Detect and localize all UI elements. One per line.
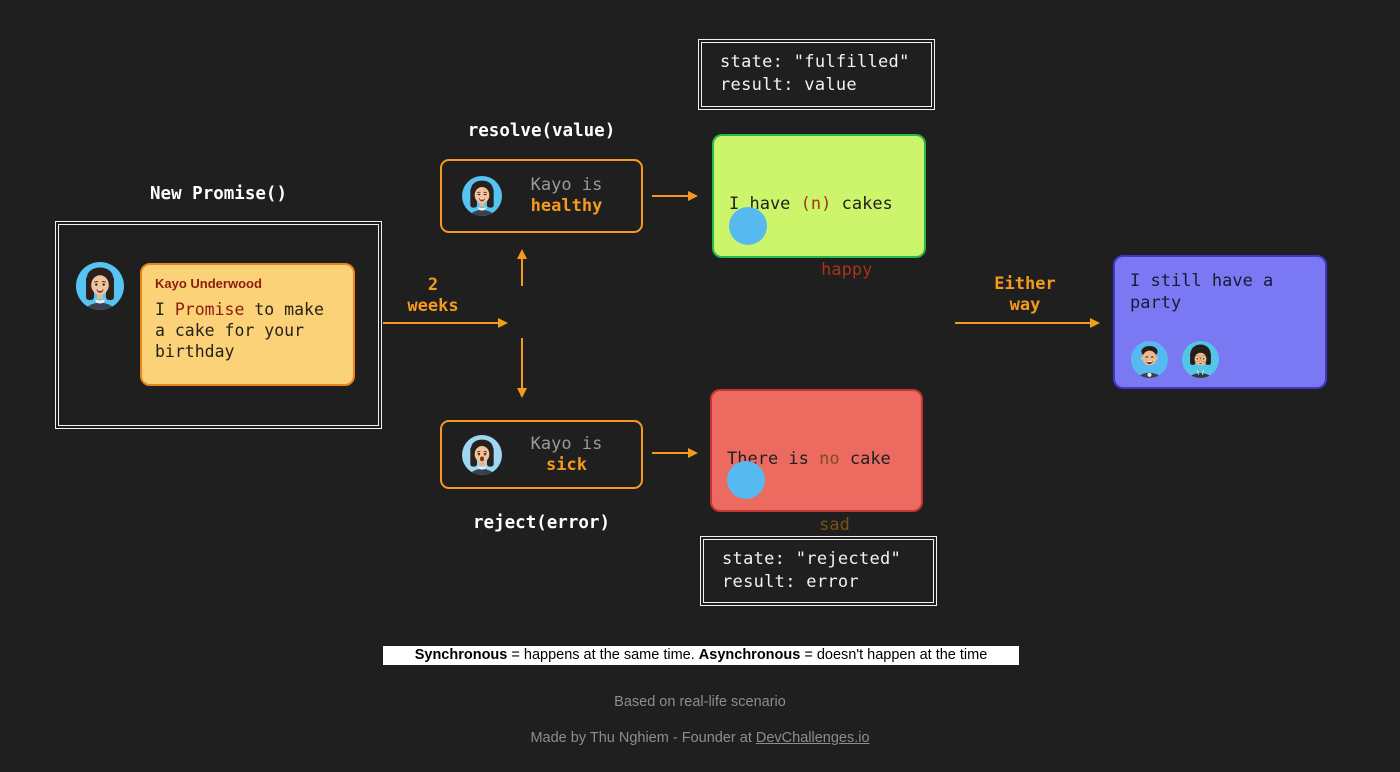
sync-async-note: Synchronous = happens at the same time. …	[383, 646, 1019, 665]
fulfilled-result-box: I have (n) cakes And I am happy	[712, 134, 926, 280]
credits-text: Made by Thu Nghiem - Founder at	[530, 730, 756, 746]
kayo-is-label: Kayo is	[530, 175, 603, 195]
promise-card: Kayo Underwood I Promise to make a cake …	[140, 263, 355, 386]
result-text-line: I have (n) cakes	[729, 193, 909, 215]
kayo-healthy-box: Kayo is healthy	[440, 159, 643, 233]
woman-happy-avatar	[462, 176, 502, 216]
promise-card-text: I Promise to make a cake for your birthd…	[155, 299, 340, 362]
party-avatars	[1131, 341, 1219, 378]
result-line: result: error	[722, 572, 859, 592]
woman-sick-avatar	[462, 434, 502, 475]
kayo-sick-box: Kayo is sick	[440, 420, 643, 489]
rejected-result-box: There is no cake and I am sad	[710, 389, 923, 535]
fulfilled-state-box: state: "fulfilled" result: value	[698, 39, 935, 110]
credits-line: Made by Thu Nghiem - Founder at DevChall…	[0, 730, 1400, 746]
new-promise-box: Kayo Underwood I Promise to make a cake …	[55, 221, 382, 429]
sync-definition: = happens at the same time.	[507, 647, 699, 663]
async-term: Asynchronous	[698, 647, 801, 663]
party-box: I still have a party	[1113, 255, 1327, 389]
new-promise-title: New Promise()	[150, 184, 287, 204]
healthy-status: healthy	[530, 196, 603, 216]
text-part-highlight: (n)	[800, 194, 832, 214]
kayo-healthy-text: Kayo is healthy	[502, 175, 641, 217]
either-way-label: Either way	[994, 274, 1056, 315]
rejected-state-box: state: "rejected" result: error	[700, 536, 937, 606]
man-sad-avatar	[727, 461, 765, 499]
man-happy-avatar	[1131, 341, 1168, 378]
arrow-to-resolve	[516, 249, 527, 286]
text-part-highlight: sad	[819, 515, 850, 535]
arrow-sick-result	[652, 447, 698, 458]
result-text-line: and I am sad	[727, 514, 906, 536]
text-part: cake	[839, 449, 891, 469]
async-definition: = doesn't happen at the time	[800, 647, 988, 663]
resolve-label: resolve(value)	[467, 121, 616, 141]
arrow-to-reject	[516, 338, 527, 398]
text-part: And I am	[729, 260, 822, 280]
two-weeks-label: 2 weeks	[407, 275, 459, 316]
man-happy-avatar	[729, 207, 767, 245]
woman-avatar	[76, 262, 124, 310]
text-part: and I am	[727, 515, 820, 535]
devchallenges-link[interactable]: DevChallenges.io	[755, 730, 870, 746]
text-part: I have	[729, 194, 801, 214]
text-part-highlight: happy	[821, 260, 873, 280]
text-part-highlight: no	[819, 449, 840, 469]
text-part-highlight: Promise	[174, 300, 245, 319]
text-part: to make a cake for your birthday	[155, 300, 334, 361]
reject-label: reject(error)	[473, 513, 610, 533]
sick-status: sick	[546, 454, 587, 475]
text-part: cakes	[831, 194, 893, 214]
kayo-sick-text: Kayo is sick	[502, 434, 641, 476]
arrow-healthy-result	[652, 190, 698, 201]
result-text-line: And I am happy	[729, 259, 909, 281]
party-text: I still have a party	[1130, 271, 1284, 313]
arrow-promise-right	[383, 317, 508, 328]
state-line: state: "fulfilled"	[720, 52, 910, 72]
state-line: state: "rejected"	[722, 549, 902, 569]
kayo-is-label: Kayo is	[530, 433, 603, 454]
arrow-either-way	[955, 317, 1100, 328]
card-author-name: Kayo Underwood	[155, 276, 262, 291]
result-line: result: value	[720, 75, 857, 95]
sync-term: Synchronous	[414, 647, 508, 663]
woman-glasses-avatar	[1182, 341, 1219, 378]
scenario-note: Based on real-life scenario	[614, 694, 786, 710]
text-part: I	[155, 300, 175, 319]
